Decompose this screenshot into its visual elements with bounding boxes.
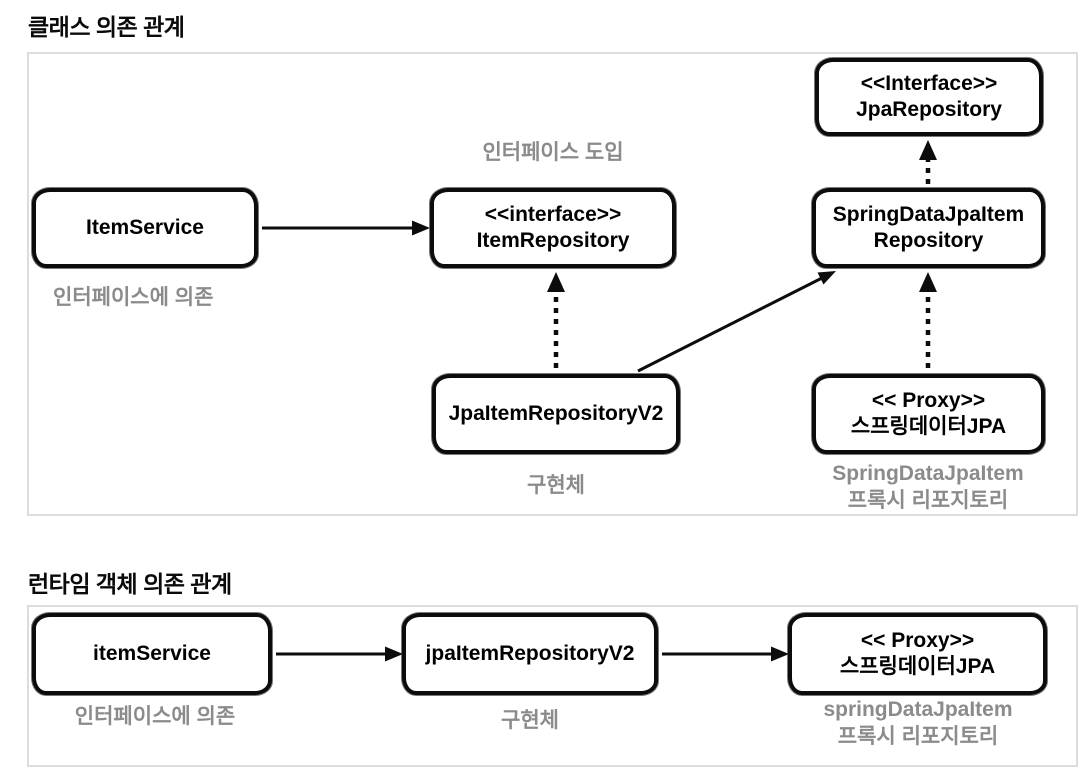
node-jpa-repository: <<Interface>> JpaRepository bbox=[815, 58, 1043, 136]
node-runtime-item-service-name: itemService bbox=[93, 642, 211, 666]
node-item-repository-name: ItemRepository bbox=[476, 229, 630, 252]
node-runtime-proxy-stereotype: << Proxy>> bbox=[860, 629, 975, 653]
class-diagram-title: 클래스 의존 관계 bbox=[28, 14, 185, 40]
caption-depends-on-interface: 인터페이스에 의존 bbox=[53, 286, 214, 309]
caption-implementation: 구현체 bbox=[527, 474, 585, 497]
caption-interface-intro: 인터페이스 도입 bbox=[482, 141, 624, 164]
node-spring-data-jpa-item-repository: SpringDataJpaItem Repository bbox=[812, 188, 1045, 268]
node-runtime-jpa-item-repository-v2-name: jpaItemRepositoryV2 bbox=[425, 642, 635, 666]
node-item-service: ItemService bbox=[32, 188, 258, 268]
node-proxy: << Proxy>> 스프링데이터JPA bbox=[812, 374, 1045, 454]
node-jpa-repository-stereotype: <<Interface>> bbox=[860, 72, 998, 96]
node-proxy-stereotype: << Proxy>> bbox=[871, 389, 986, 413]
node-runtime-item-service: itemService bbox=[32, 613, 272, 695]
caption-runtime-proxy-repository-line2: 프록시 리포지토리 bbox=[837, 725, 999, 749]
node-runtime-proxy: << Proxy>> 스프링데이터JPA bbox=[788, 613, 1047, 695]
node-jpa-item-repository-v2-name: JpaItemRepositoryV2 bbox=[448, 402, 664, 426]
node-item-repository: <<interface>> ItemRepository bbox=[430, 188, 676, 268]
node-sdj-repository-line2: Repository bbox=[873, 229, 984, 252]
caption-runtime-proxy-repository: springDataJpaItem 프록시 리포지토리 bbox=[780, 696, 1056, 751]
runtime-diagram-title: 런타임 객체 의존 관계 bbox=[28, 571, 232, 597]
caption-proxy-repository-line1: SpringDataJpaItem bbox=[832, 462, 1024, 485]
node-proxy-name: 스프링데이터JPA bbox=[850, 415, 1007, 438]
node-runtime-jpa-item-repository-v2: jpaItemRepositoryV2 bbox=[402, 613, 658, 695]
caption-runtime-proxy-repository-line1: springDataJpaItem bbox=[823, 698, 1013, 721]
caption-runtime-implementation: 구현체 bbox=[501, 709, 559, 732]
node-jpa-repository-name: JpaRepository bbox=[856, 98, 1002, 121]
node-sdj-repository-line1: SpringDataJpaItem bbox=[832, 203, 1025, 227]
node-jpa-item-repository-v2: JpaItemRepositoryV2 bbox=[432, 374, 680, 454]
caption-proxy-repository-line2: 프록시 리포지토리 bbox=[847, 489, 1009, 513]
caption-proxy-repository: SpringDataJpaItem 프록시 리포지토리 bbox=[790, 460, 1066, 515]
node-item-service-name: ItemService bbox=[86, 216, 204, 240]
node-item-repository-stereotype: <<interface>> bbox=[484, 203, 622, 227]
caption-runtime-depends-on-interface: 인터페이스에 의존 bbox=[74, 705, 236, 728]
node-runtime-proxy-name: 스프링데이터JPA bbox=[839, 655, 996, 678]
